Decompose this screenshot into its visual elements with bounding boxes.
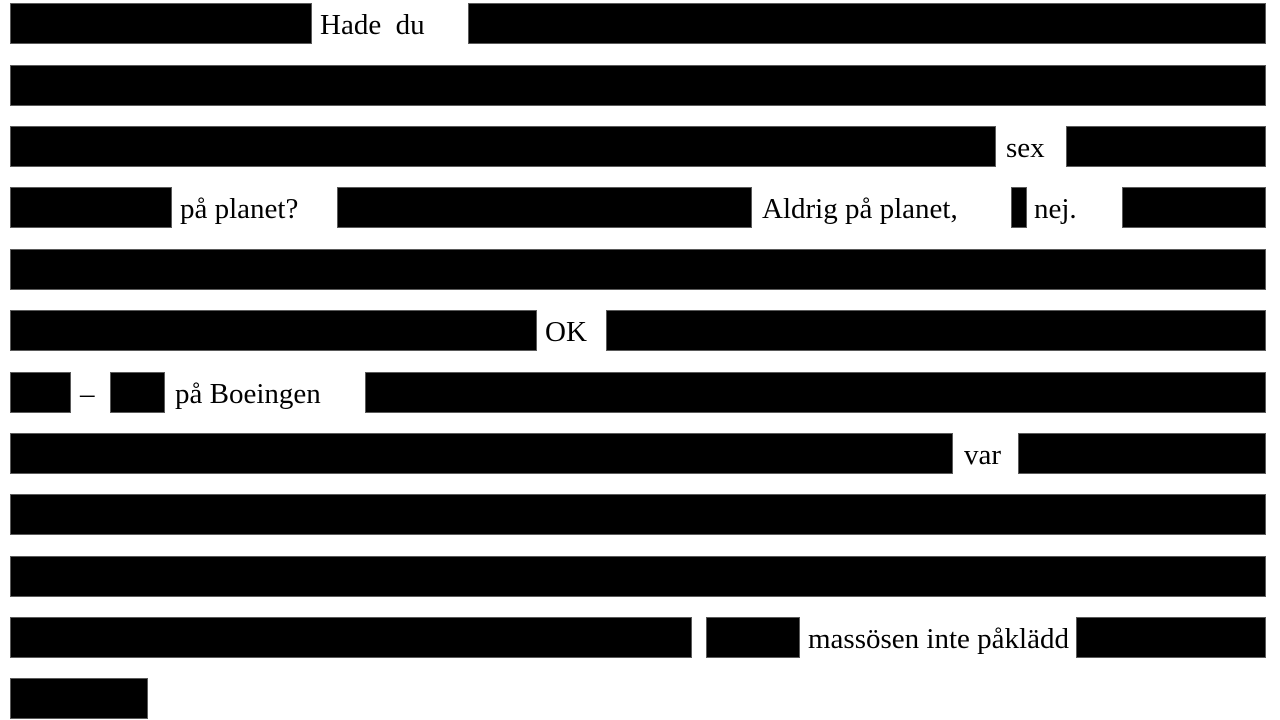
redaction-bar xyxy=(1122,187,1266,228)
redaction-bar xyxy=(1018,433,1266,474)
redaction-bar xyxy=(468,3,1266,44)
redaction-bar xyxy=(365,372,1266,413)
redaction-bar xyxy=(1066,126,1266,167)
redaction-bar xyxy=(10,494,1266,535)
text-line xyxy=(0,249,1280,291)
visible-text: Hade du xyxy=(320,9,425,41)
visible-text: OK xyxy=(545,316,587,348)
redaction-bar xyxy=(10,65,1266,106)
text-line: Hade du xyxy=(0,3,1280,45)
visible-text: sex xyxy=(1006,132,1045,164)
redaction-bar xyxy=(10,187,172,228)
redaction-bar xyxy=(110,372,165,413)
visible-text: var xyxy=(964,439,1002,471)
redaction-bar xyxy=(606,310,1266,351)
redaction-bar xyxy=(1011,187,1027,228)
redaction-bar xyxy=(337,187,752,228)
text-line: – på Boeingen xyxy=(0,372,1280,414)
redaction-bar xyxy=(10,372,71,413)
visible-text: på planet? xyxy=(180,193,299,225)
redaction-bar xyxy=(10,3,312,44)
redaction-bar xyxy=(706,617,800,658)
text-line: massösen inte påklädd xyxy=(0,617,1280,659)
redaction-bar xyxy=(10,249,1266,290)
text-line: på planet? Aldrig på planet, nej. xyxy=(0,187,1280,229)
visible-text: Aldrig på planet, xyxy=(762,193,958,225)
text-line xyxy=(0,678,1280,720)
text-line: sex xyxy=(0,126,1280,168)
visible-text: på Boeingen xyxy=(175,378,321,410)
redaction-bar xyxy=(10,678,148,719)
redaction-bar xyxy=(10,310,537,351)
visible-text: – xyxy=(80,378,95,410)
redaction-bar xyxy=(10,617,692,658)
text-line: OK xyxy=(0,310,1280,352)
redaction-bar xyxy=(1076,617,1266,658)
text-line: var xyxy=(0,433,1280,475)
text-line xyxy=(0,556,1280,598)
redaction-bar xyxy=(10,433,953,474)
visible-text: massösen inte påklädd xyxy=(808,623,1069,655)
visible-text: nej. xyxy=(1034,193,1077,225)
text-line xyxy=(0,494,1280,536)
text-line xyxy=(0,65,1280,107)
redaction-bar xyxy=(10,126,996,167)
redaction-bar xyxy=(10,556,1266,597)
